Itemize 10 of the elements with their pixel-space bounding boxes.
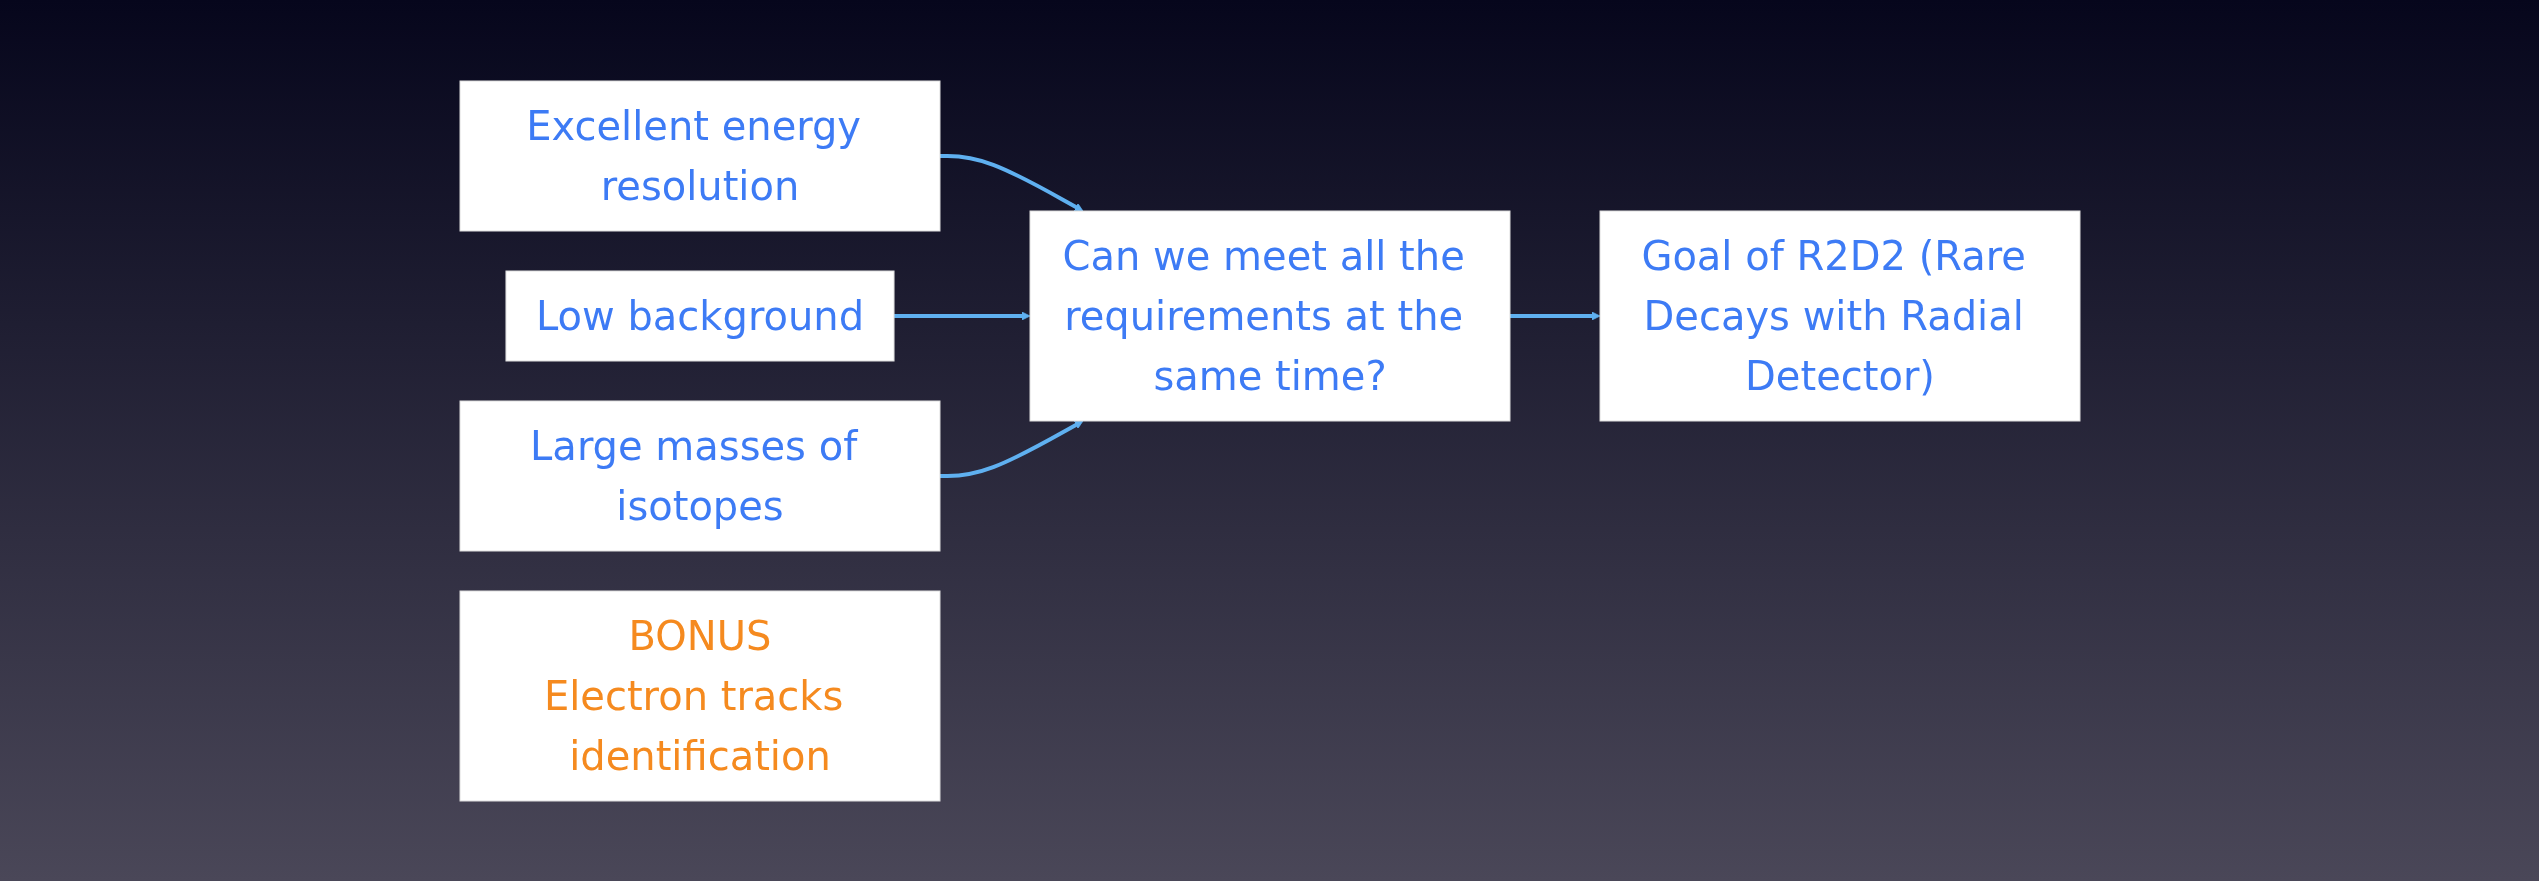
node-box: BONUS Electron tracks identification [459, 590, 940, 801]
arrow [1509, 311, 1600, 320]
node-box: Excellent energy resolution [459, 80, 940, 231]
arrow [893, 311, 1030, 320]
node-box: Can we meet all the requirements at the same time? [1029, 210, 1510, 421]
arrow [939, 420, 1083, 478]
arrow [939, 153, 1083, 211]
node-box: Large masses of isotopes [459, 400, 940, 551]
node-box: Low background [504, 270, 895, 361]
node-box: Goal of R2D2 (Rare Decays with Radial Detector) [1599, 210, 2080, 421]
